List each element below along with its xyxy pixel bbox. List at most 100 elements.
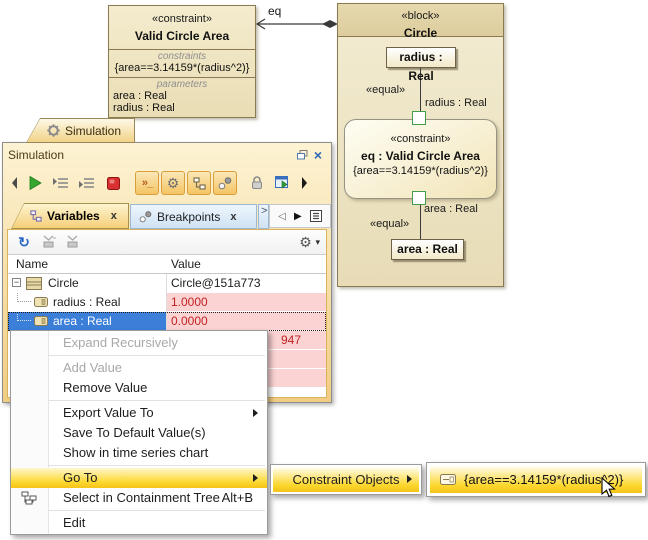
circle-block-header: «block» Circle	[338, 4, 503, 37]
parameter-port-radius[interactable]	[412, 111, 426, 125]
menu-item-remove-value[interactable]: Remove Value	[11, 378, 267, 398]
variables-toolbar: ↻ ⚙ ▾	[8, 230, 326, 255]
constraint-stereotype: «constraint»	[152, 13, 212, 25]
toggle-variables-icon[interactable]	[187, 171, 211, 195]
menu-item-save-to-default-values[interactable]: Save To Default Value(s)	[11, 423, 267, 443]
parameters-compartment: parameters area : Real radius : Real	[109, 78, 255, 117]
constraint-property-name: eq : Valid Circle Area	[361, 149, 480, 163]
eq-connector-line	[252, 15, 342, 31]
menu-separator	[13, 510, 265, 511]
stop-simulation-icon[interactable]	[103, 172, 123, 194]
scroll-tabs-left-icon[interactable]: ◁	[278, 211, 286, 222]
export-to-new-window-icon[interactable]	[273, 172, 293, 194]
toolbar-expand-icon[interactable]	[299, 172, 309, 194]
menu-separator	[13, 465, 265, 466]
row-name-circle: Circle	[48, 274, 79, 293]
column-header-name[interactable]: Name	[16, 257, 48, 271]
tab-navigation: ◁ ▶	[269, 204, 331, 228]
variables-tab-close-icon[interactable]: x	[111, 210, 117, 222]
submenu-arrow-icon	[253, 409, 258, 417]
table-row-circle[interactable]: − Circle Circle@151a773	[8, 274, 326, 293]
constraint-block-valid-circle-area[interactable]: «constraint» Valid Circle Area constrain…	[108, 5, 256, 118]
toggle-simulation-config-icon[interactable]: ⚙	[161, 171, 185, 195]
table-options-gear-icon[interactable]: ⚙	[295, 233, 315, 251]
variables-tab-label: Variables	[47, 209, 100, 223]
constraint-expression: {area==3.14159*(radius^2)}	[111, 62, 253, 74]
menu-item-show-in-time-series-chart[interactable]: Show in time series chart	[11, 443, 267, 463]
value-property-icon	[34, 297, 48, 307]
tab-breakpoints[interactable]: Breakpoints x	[130, 204, 257, 229]
parameter-area: area : Real	[111, 90, 253, 102]
tab-partial[interactable]: >	[258, 204, 269, 229]
submenu-arrow-icon	[253, 474, 258, 482]
mouse-cursor-icon	[601, 477, 617, 499]
constraint-property-expression: {area==3.14159*(radius^2)}	[345, 165, 496, 177]
menu-item-edit[interactable]: Edit	[11, 513, 267, 533]
refresh-icon[interactable]: ↻	[14, 233, 34, 251]
menu-item-export-value-to[interactable]: Export Value To	[11, 403, 267, 423]
containment-tree-icon	[21, 491, 37, 505]
menu-item-constraint-objects[interactable]: Constraint Objects	[273, 467, 419, 492]
tab-list-icon[interactable]	[310, 210, 322, 222]
equal-stereotype-bottom: «equal»	[370, 218, 409, 230]
row-name-area: area : Real	[53, 312, 112, 331]
simulation-dock-tab[interactable]: Simulation	[26, 118, 135, 143]
step-into-icon[interactable]	[51, 172, 71, 194]
constraint-block-header: «constraint» Valid Circle Area	[109, 6, 255, 50]
circle-block-name: Circle	[404, 26, 437, 40]
constraint-property-eq[interactable]: «constraint» eq : Valid Circle Area {are…	[344, 119, 497, 199]
table-options-caret-icon[interactable]: ▾	[315, 237, 320, 248]
toggle-console-icon[interactable]: »_	[135, 171, 159, 195]
step-over-icon[interactable]	[77, 172, 97, 194]
block-instance-icon	[26, 277, 42, 290]
simulation-gear-icon	[47, 124, 60, 137]
menu-item-add-value[interactable]: Add Value	[11, 358, 267, 378]
previous-session-icon[interactable]	[9, 172, 19, 194]
block-stereotype: «block»	[402, 10, 440, 22]
binding-end-label-top: radius : Real	[425, 97, 487, 109]
row-value-radius[interactable]: 1.0000	[167, 293, 326, 312]
simulation-title: Simulation	[8, 148, 64, 162]
tab-variables[interactable]: Variables x	[11, 203, 129, 229]
area-part-property[interactable]: area : Real	[391, 239, 464, 260]
simulation-tabstrip: Variables x Breakpoints x > ◁ ▶	[3, 203, 331, 229]
menu-separator	[13, 355, 265, 356]
goto-submenu: Constraint Objects	[270, 464, 422, 495]
collapse-disabled-icon-1[interactable]	[38, 233, 58, 251]
scroll-tabs-right-icon[interactable]: ▶	[294, 211, 302, 222]
run-simulation-icon[interactable]	[25, 172, 45, 194]
constraints-compartment-label: constraints	[111, 51, 253, 62]
close-window-icon[interactable]: ×	[310, 148, 326, 162]
breakpoints-tab-close-icon[interactable]: x	[230, 211, 236, 223]
menu-shortcut: Alt+B	[222, 488, 253, 508]
radius-part-property[interactable]: radius : Real	[386, 47, 456, 68]
row-value-circle[interactable]: Circle@151a773	[167, 274, 326, 293]
parameters-compartment-label: parameters	[111, 79, 253, 90]
collapse-disabled-icon-2[interactable]	[62, 233, 82, 251]
toggle-breakpoints-icon[interactable]	[213, 171, 237, 195]
collapse-expander-icon[interactable]: −	[12, 278, 21, 287]
row-value-area[interactable]: 0.0000	[167, 312, 326, 331]
menu-item-go-to[interactable]: Go To	[11, 468, 267, 488]
parameter-port-area[interactable]	[412, 191, 426, 205]
menu-item-expand-recursively[interactable]: Expand Recursively	[11, 333, 267, 353]
simulation-titlebar[interactable]: Simulation ×	[8, 145, 326, 164]
menu-separator	[13, 400, 265, 401]
tree-line	[17, 312, 31, 321]
breakpoints-tab-icon	[139, 211, 152, 223]
constraint-block-name: Valid Circle Area	[135, 29, 229, 43]
tree-line	[17, 293, 31, 302]
context-menu: Expand Recursively Add Value Remove Valu…	[10, 330, 268, 535]
lock-icon[interactable]	[247, 172, 267, 194]
column-header-value[interactable]: Value	[171, 257, 201, 271]
constraint-object-icon	[440, 474, 456, 485]
equal-stereotype-top: «equal»	[366, 84, 405, 96]
restore-window-icon[interactable]	[294, 148, 310, 162]
menu-item-select-in-containment-tree[interactable]: Select in Containment Tree Alt+B	[11, 488, 267, 508]
table-row-area-selected[interactable]: area : Real 0.0000	[8, 312, 326, 331]
simulation-dock-tab-label: Simulation	[65, 124, 121, 138]
variables-tab-icon	[30, 210, 42, 222]
table-row-radius[interactable]: radius : Real 1.0000	[8, 293, 326, 312]
eq-connector-label: eq	[268, 4, 281, 18]
